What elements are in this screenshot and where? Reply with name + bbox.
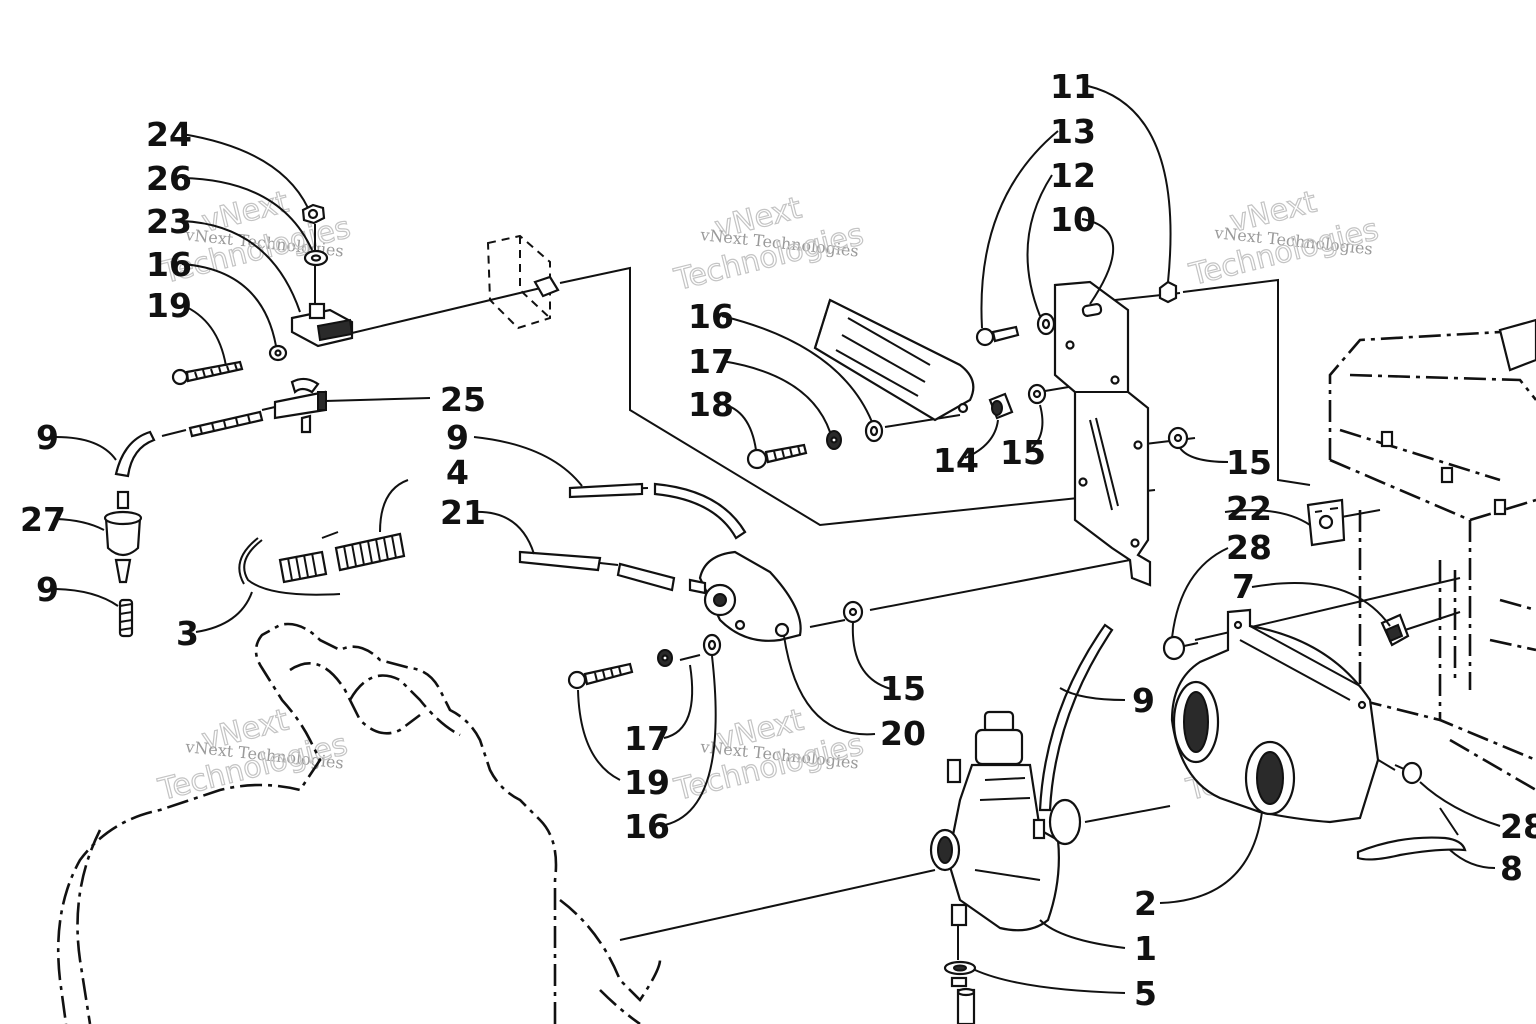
screw-19-lower bbox=[567, 662, 634, 690]
callout-1: 1 bbox=[1134, 929, 1157, 968]
callout-22: 22 bbox=[1226, 489, 1272, 528]
callout-9-hose: 9 bbox=[446, 418, 469, 457]
washer-26 bbox=[303, 224, 329, 304]
hose-9-carb bbox=[1038, 623, 1114, 812]
plug-28-bottom bbox=[1394, 761, 1423, 785]
relay-block bbox=[486, 234, 560, 330]
callout-5: 5 bbox=[1134, 974, 1157, 1013]
callout-15-right: 15 bbox=[1226, 443, 1272, 482]
air-silencer-2 bbox=[1170, 608, 1380, 824]
callout-28-top: 28 bbox=[1226, 528, 1272, 567]
hose-21 bbox=[518, 550, 676, 592]
callout-8: 8 bbox=[1500, 849, 1523, 888]
leader-lines bbox=[55, 85, 1501, 994]
engine-outline bbox=[56, 622, 662, 1024]
chassis-slot bbox=[1493, 498, 1507, 516]
callout-14: 14 bbox=[933, 441, 979, 480]
callout-21: 21 bbox=[440, 493, 486, 532]
screw-13 bbox=[975, 325, 1020, 347]
callout-26: 26 bbox=[146, 159, 192, 198]
callout-17-center: 17 bbox=[688, 342, 734, 381]
assembly-lines bbox=[161, 266, 1461, 960]
callout-10: 10 bbox=[1050, 200, 1096, 239]
callout-3: 3 bbox=[176, 614, 199, 653]
callout-16-left: 16 bbox=[146, 245, 192, 284]
callout-9-short: 9 bbox=[36, 570, 59, 609]
fuel-pump-20 bbox=[688, 550, 802, 642]
washer-16-center bbox=[864, 419, 884, 443]
hose-9-left bbox=[114, 430, 156, 478]
watermark-bottom-left: vNext vNext Technologies Technologies bbox=[154, 702, 352, 809]
callout-4: 4 bbox=[446, 453, 469, 492]
callout-16-center: 16 bbox=[688, 297, 734, 336]
grommet-15-right bbox=[1167, 426, 1189, 450]
clamp-5 bbox=[943, 960, 977, 988]
callout-15-top: 15 bbox=[1000, 433, 1046, 472]
hose-9-upper-center bbox=[568, 482, 747, 540]
chassis-outline bbox=[1328, 318, 1536, 792]
callout-24: 24 bbox=[146, 115, 192, 154]
watermark-bottom-center: vNext vNext Technologies Technologies bbox=[670, 702, 868, 809]
callout-15-mid: 15 bbox=[880, 669, 926, 708]
callout-17-lower: 17 bbox=[624, 719, 670, 758]
watermark-top-center: vNext vNext Technologies Technologies bbox=[670, 190, 868, 299]
spring-clip-3 bbox=[238, 537, 341, 596]
lock-nut-24 bbox=[301, 203, 326, 225]
grommet-15-top bbox=[1027, 383, 1047, 405]
callout-18: 18 bbox=[688, 385, 734, 424]
callout-28-bottom: 28 bbox=[1500, 807, 1536, 846]
grommet-15-mid bbox=[842, 600, 864, 624]
washer-16-left bbox=[268, 344, 288, 362]
chassis-slot bbox=[1380, 430, 1394, 448]
watermark-top-right: vNext vNext Technologies Technologies bbox=[1185, 184, 1383, 294]
callout-19-lower: 19 bbox=[624, 763, 670, 802]
callout-2: 2 bbox=[1134, 884, 1157, 923]
callout-16-lower: 16 bbox=[624, 807, 670, 846]
bracket-23 bbox=[290, 302, 354, 348]
chassis-slot bbox=[1440, 466, 1454, 484]
callout-9-carb: 9 bbox=[1132, 681, 1155, 720]
callout-labels: 24 26 23 16 19 9 27 9 3 25 9 4 21 16 17 … bbox=[20, 67, 1536, 1013]
callout-25: 25 bbox=[440, 380, 486, 419]
hose-9-short bbox=[118, 598, 134, 638]
callout-9-left: 9 bbox=[36, 418, 59, 457]
hose-upper-left bbox=[188, 410, 264, 438]
callout-19-top: 19 bbox=[146, 286, 192, 325]
callout-13: 13 bbox=[1050, 112, 1096, 151]
callout-20: 20 bbox=[880, 714, 926, 753]
fuel-filter-27 bbox=[103, 490, 143, 584]
spacer-14 bbox=[988, 392, 1014, 420]
callout-12: 12 bbox=[1050, 156, 1096, 195]
plug-28-top bbox=[1162, 635, 1199, 661]
mounting-bracket-10 bbox=[1053, 280, 1152, 587]
strap-8 bbox=[1356, 807, 1467, 861]
washer-12 bbox=[1036, 312, 1056, 336]
vent-tube bbox=[956, 987, 976, 1024]
screw-19-top bbox=[171, 360, 244, 386]
callout-11: 11 bbox=[1050, 67, 1096, 106]
decal-22 bbox=[1306, 498, 1346, 547]
fuel-valve-25 bbox=[273, 377, 431, 434]
spring-4 bbox=[278, 532, 406, 584]
carburetor-1 bbox=[929, 710, 1082, 932]
chassis-corner bbox=[1498, 318, 1536, 372]
washer-16-lower bbox=[702, 633, 722, 657]
nut-11 bbox=[1158, 280, 1178, 304]
callout-7: 7 bbox=[1232, 567, 1255, 606]
washer-17-lower bbox=[657, 649, 673, 667]
washer-17-center bbox=[826, 430, 842, 450]
callout-23: 23 bbox=[146, 202, 192, 241]
callout-27: 27 bbox=[20, 500, 66, 539]
screw-18 bbox=[746, 443, 808, 470]
relay-assembly bbox=[813, 298, 975, 422]
